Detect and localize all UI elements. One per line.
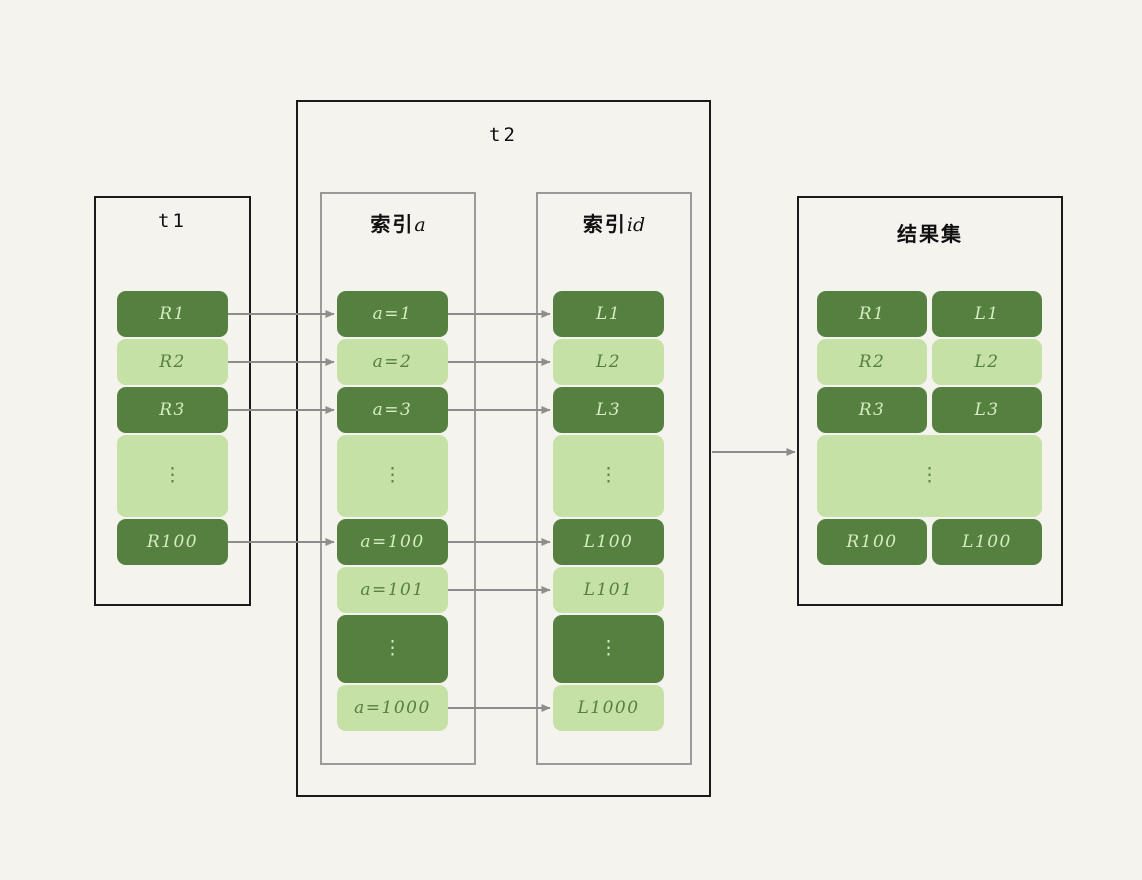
index-id-row-l3-label: L3 <box>595 400 622 420</box>
result-row-3-right[interactable]: L3 <box>932 387 1042 433</box>
t1-row-r100[interactable]: R100 <box>117 519 228 565</box>
index-id-row-l2[interactable]: L2 <box>553 339 664 385</box>
result-row-5-left-label: R100 <box>846 532 898 552</box>
index-id-row-l101-label: L101 <box>583 580 634 600</box>
index-a-row-a101-label: a=101 <box>360 580 425 600</box>
index-a-row-a1000-label: a=1000 <box>354 698 431 718</box>
index-a-row-ellipsis-1-label: ⋮ <box>383 464 402 487</box>
t1-row-r3[interactable]: R3 <box>117 387 228 433</box>
index-a-row-a3-label: a=3 <box>372 400 413 420</box>
index-a-row-a1000[interactable]: a=1000 <box>337 685 448 731</box>
result-row-1-left-label: R1 <box>858 304 886 324</box>
index-id-title-text: 索引 <box>582 212 627 236</box>
t1-row-ellipsis-label: ⋮ <box>163 464 182 487</box>
index-id-title-suffix: id <box>626 214 646 236</box>
result-row-5-right-label: L100 <box>962 532 1012 552</box>
t1-row-r1[interactable]: R1 <box>117 291 228 337</box>
result-row-5-right[interactable]: L100 <box>932 519 1042 565</box>
result-row-ellipsis: ⋮ <box>817 435 1042 517</box>
index-id-row-ellipsis-1-label: ⋮ <box>599 464 618 487</box>
index-id-row-ellipsis-2-label: ⋮ <box>599 637 618 660</box>
t1-row-r2-label: R2 <box>159 352 186 372</box>
index-a-title-text: 索引 <box>370 212 415 236</box>
index-id-title: 索引id <box>538 208 690 237</box>
index-a-row-a1[interactable]: a=1 <box>337 291 448 337</box>
index-a-row-a1-label: a=1 <box>372 304 413 324</box>
result-row-1-right-label: L1 <box>974 304 1000 324</box>
index-a-row-ellipsis-1: ⋮ <box>337 435 448 517</box>
index-id-row-ellipsis-2: ⋮ <box>553 615 664 683</box>
t2-title: t2 <box>489 124 518 146</box>
index-id-row-l100[interactable]: L100 <box>553 519 664 565</box>
index-a-title: 索引a <box>322 208 474 237</box>
index-a-row-a2-label: a=2 <box>372 352 413 372</box>
t1-row-r3-label: R3 <box>159 400 186 420</box>
result-set-title: 结果集 <box>897 222 963 246</box>
result-row-2-left-label: R2 <box>858 352 886 372</box>
index-a-title-suffix: a <box>414 214 426 236</box>
result-row-3-right-label: L3 <box>974 400 1000 420</box>
t1-title: t1 <box>158 210 187 232</box>
result-row-3-left[interactable]: R3 <box>817 387 927 433</box>
index-id-row-l101[interactable]: L101 <box>553 567 664 613</box>
index-a-row-ellipsis-2: ⋮ <box>337 615 448 683</box>
index-id-row-l3[interactable]: L3 <box>553 387 664 433</box>
index-a-row-a100-label: a=100 <box>360 532 425 552</box>
index-id-row-l1000[interactable]: L1000 <box>553 685 664 731</box>
t1-row-r2[interactable]: R2 <box>117 339 228 385</box>
index-id-row-l2-label: L2 <box>595 352 622 372</box>
index-id-row-l1-label: L1 <box>595 304 622 324</box>
result-row-1-left[interactable]: R1 <box>817 291 927 337</box>
t1-row-r1-label: R1 <box>159 304 186 324</box>
result-row-ellipsis-label: ⋮ <box>920 464 939 487</box>
index-id-row-l1[interactable]: L1 <box>553 291 664 337</box>
index-id-row-l1000-label: L1000 <box>577 698 640 718</box>
result-row-3-left-label: R3 <box>858 400 886 420</box>
result-row-2-right-label: L2 <box>974 352 1000 372</box>
index-a-row-a3[interactable]: a=3 <box>337 387 448 433</box>
result-row-2-left[interactable]: R2 <box>817 339 927 385</box>
result-row-2-right[interactable]: L2 <box>932 339 1042 385</box>
index-a-row-a101[interactable]: a=101 <box>337 567 448 613</box>
result-row-1-right[interactable]: L1 <box>932 291 1042 337</box>
index-a-row-a100[interactable]: a=100 <box>337 519 448 565</box>
index-a-row-a2[interactable]: a=2 <box>337 339 448 385</box>
index-id-row-l100-label: L100 <box>583 532 634 552</box>
index-a-row-ellipsis-2-label: ⋮ <box>383 637 402 660</box>
index-id-row-ellipsis-1: ⋮ <box>553 435 664 517</box>
result-row-5-left[interactable]: R100 <box>817 519 927 565</box>
t1-row-ellipsis: ⋮ <box>117 435 228 517</box>
t1-row-r100-label: R100 <box>146 532 199 552</box>
